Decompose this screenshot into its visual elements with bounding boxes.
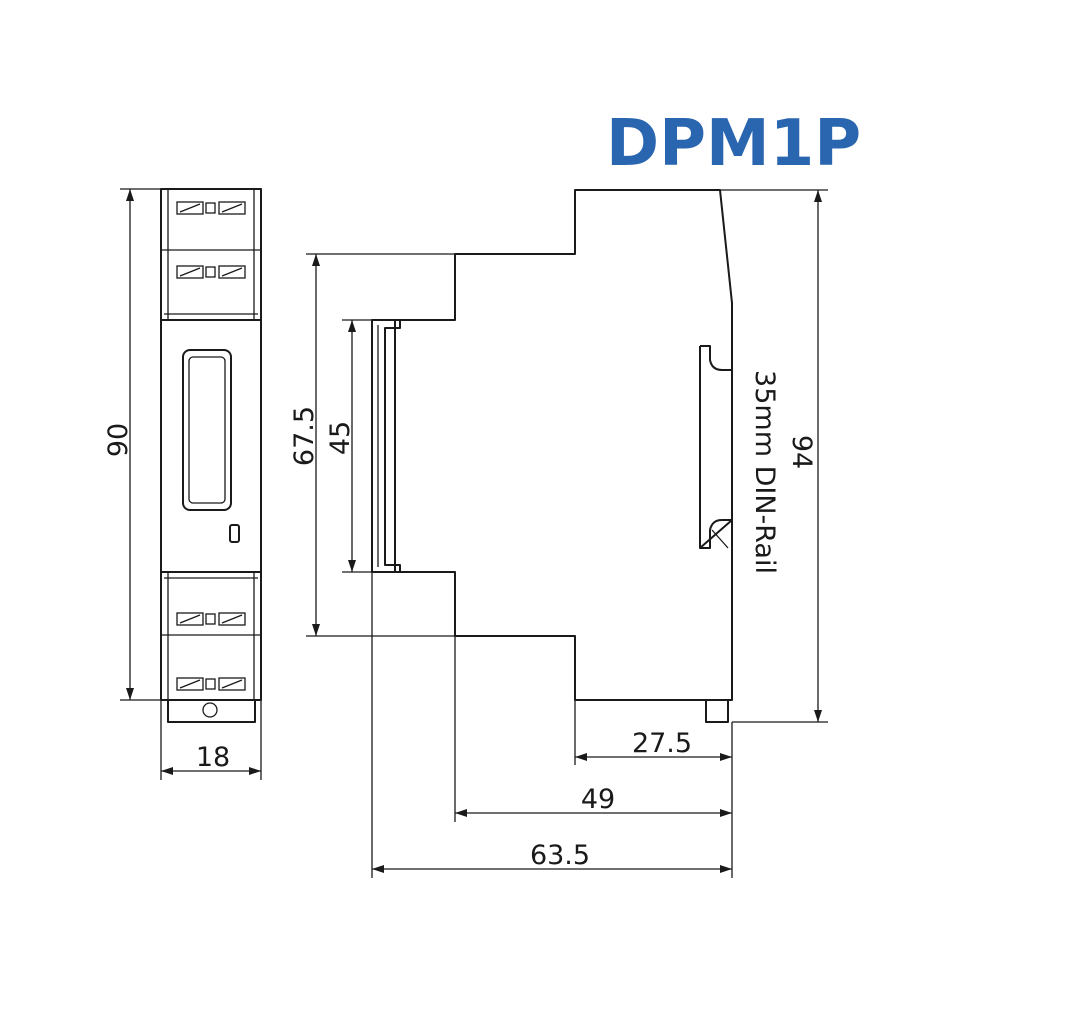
rail-bracket: [371, 319, 401, 573]
rail-label: 35mm DIN-Rail: [749, 370, 780, 574]
side-latch: [705, 700, 729, 723]
din-clip-tab: [167, 700, 256, 723]
dim-total-height: 94: [786, 435, 817, 469]
terminal-screw-icon: [176, 201, 246, 215]
display-window: [182, 349, 232, 511]
clip-hole: [202, 702, 218, 718]
indicator-led: [229, 524, 240, 543]
dim-side-inner: 45: [325, 421, 356, 455]
dim-depth-front: 27.5: [632, 728, 692, 759]
terminal-screw-icon: [176, 265, 246, 279]
terminal-screw-icon: [176, 612, 246, 626]
product-title: DPM1P: [606, 107, 861, 181]
front-body: [160, 188, 262, 701]
dim-front-height: 90: [103, 423, 134, 457]
dim-depth-mid: 49: [581, 784, 615, 815]
dim-depth-total: 63.5: [530, 840, 590, 871]
din-rail-profile: [699, 345, 733, 549]
dim-side-outer: 67.5: [289, 406, 320, 466]
front-view: 90 18: [103, 188, 262, 780]
side-view: 35mm DIN-Rail 67.5 45 94 27.5: [289, 189, 828, 878]
terminal-screw-icon: [176, 677, 246, 691]
dim-front-width: 18: [196, 742, 230, 773]
side-housing: [394, 189, 733, 701]
